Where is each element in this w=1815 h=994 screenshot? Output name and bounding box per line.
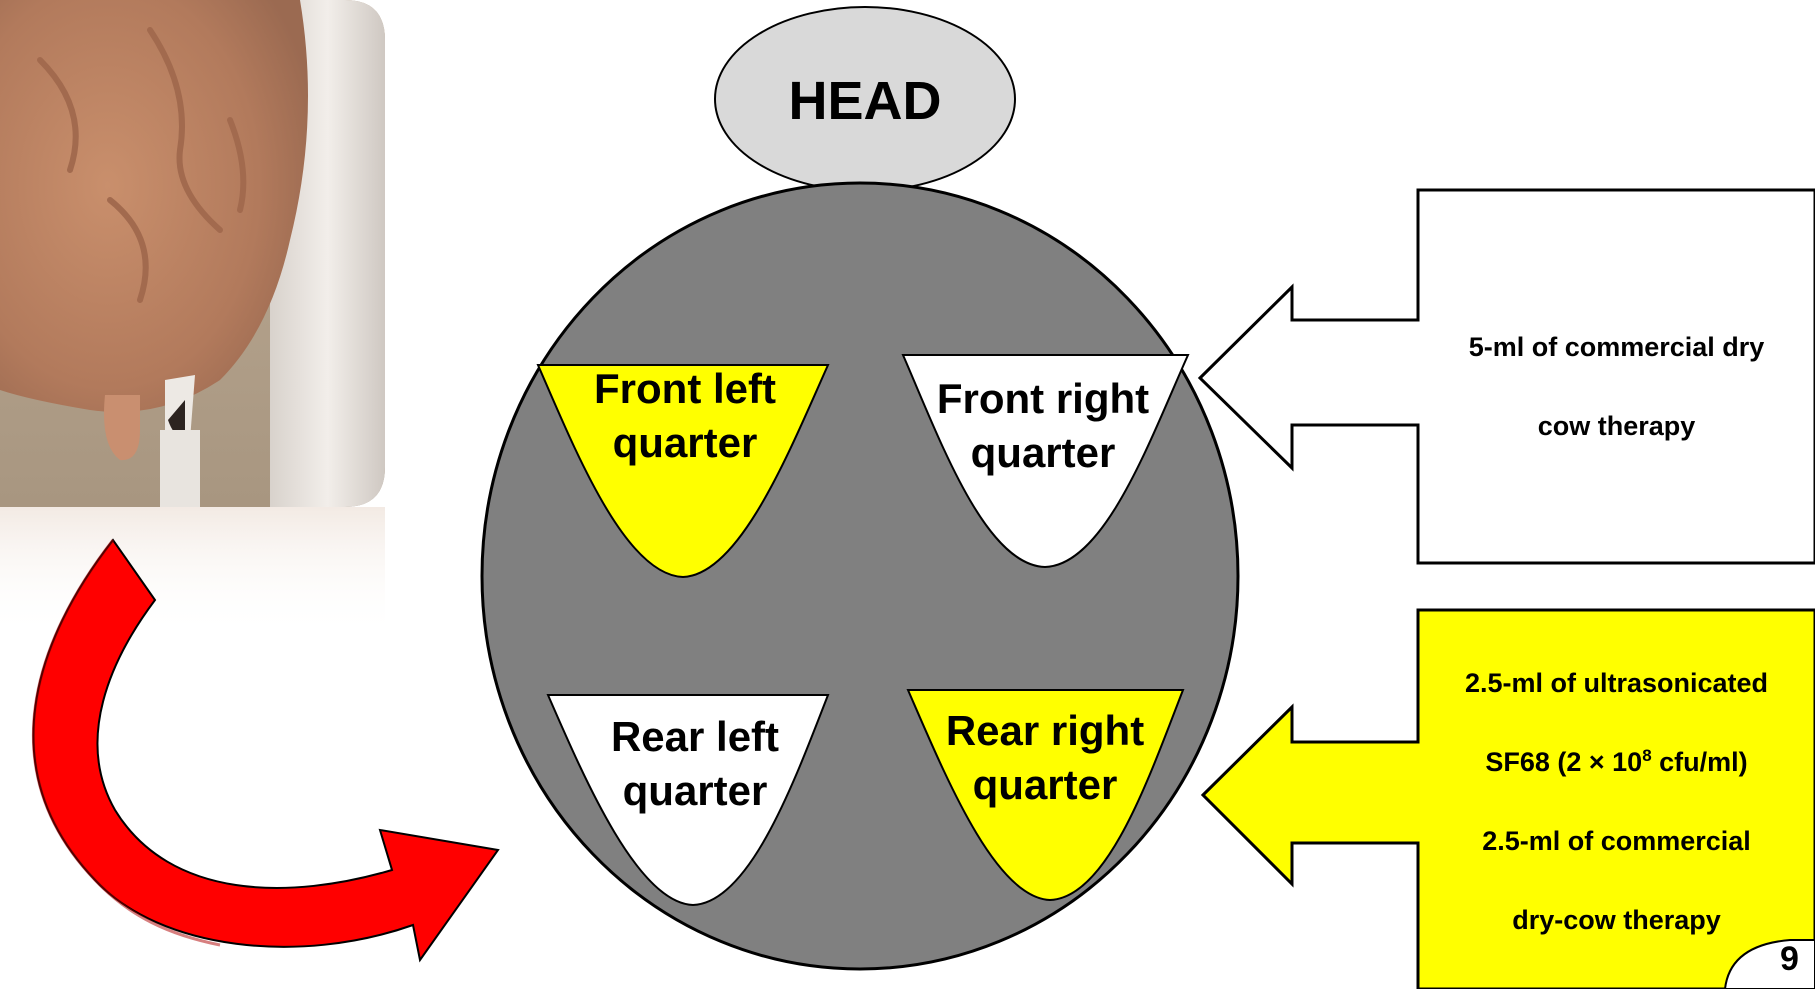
- treatment-commercial-line1: 5-ml of commercial dry: [1468, 332, 1765, 362]
- callout-arrow-combined: [1200, 608, 1815, 991]
- callout-arrow-commercial: [1197, 188, 1815, 565]
- treatment-combined-text: 2.5-ml of ultrasonicated SF68 (2 × 108 c…: [1418, 644, 1815, 960]
- treatment-combined-line4: dry-cow therapy: [1512, 905, 1721, 935]
- page-number-badge: [1723, 939, 1815, 990]
- treatment-combined-line2: SF68 (2 × 108 cfu/ml): [1418, 723, 1815, 802]
- udder-circle: [480, 181, 1240, 971]
- treatment-combined-line1: 2.5-ml of ultrasonicated: [1464, 668, 1769, 698]
- quarter-label-rear-left: Rear left quarter: [570, 710, 820, 818]
- udder-photo: [0, 0, 385, 637]
- page-number: 9: [1780, 940, 1799, 978]
- quarter-label-front-left: Front left quarter: [560, 362, 810, 470]
- head-label: HEAD: [788, 71, 942, 131]
- treatment-combined-line2-post: cfu/ml): [1651, 747, 1748, 777]
- quarter-label-front-right-text: Front right quarter: [936, 375, 1150, 476]
- treatment-commercial-text: 5-ml of commercial dry cow therapy: [1418, 308, 1815, 466]
- treatment-commercial-line2: cow therapy: [1537, 411, 1696, 441]
- quarter-label-rear-left-text: Rear left quarter: [610, 713, 780, 814]
- quarter-shape-front-right: [901, 354, 1190, 569]
- quarter-shape-rear-right: [906, 689, 1185, 902]
- treatment-combined-line3: 2.5-ml of commercial: [1482, 826, 1751, 856]
- treatment-combined-line2-sup: 8: [1642, 746, 1652, 765]
- quarter-label-rear-right-text: Rear right quarter: [945, 707, 1145, 808]
- quarter-shape-front-left: [536, 364, 830, 579]
- quarter-label-rear-right: Rear right quarter: [920, 704, 1170, 812]
- treatment-combined-line2-pre: SF68 (2 × 10: [1485, 747, 1643, 777]
- quarter-label-front-left-text: Front left quarter: [594, 365, 776, 466]
- quarter-shape-rear-left: [546, 694, 830, 907]
- quarter-label-front-right: Front right quarter: [908, 372, 1178, 480]
